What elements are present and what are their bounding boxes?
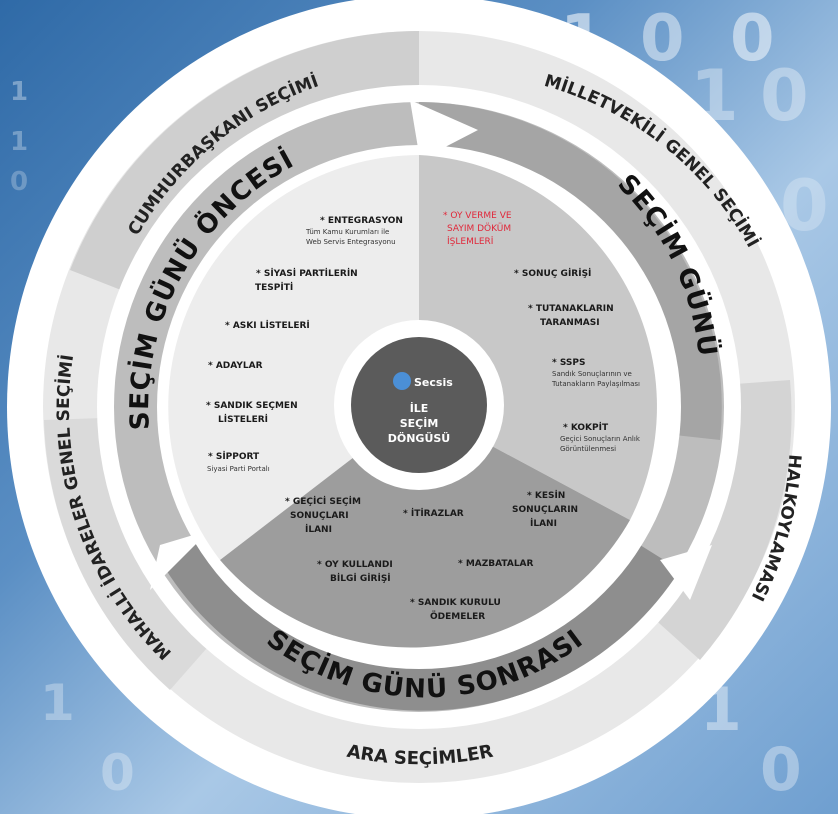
bg-digit: 0	[640, 2, 685, 76]
sonrasi-item-title: * İTİRAZLAR	[403, 508, 464, 519]
oncesi-item-sipport: * SİPPORT Siyasi Parti Portalı	[207, 451, 270, 473]
oncesi-item-title: * ASKI LİSTELERİ	[225, 320, 310, 331]
sector-oncesi	[168, 155, 419, 560]
gunu-item-title: * KOKPİT	[563, 422, 609, 433]
oncesi-item-sandik-secmen: * SANDIK SEÇMEN LİSTELERİ	[206, 401, 298, 425]
sector-sonrasi	[220, 407, 630, 648]
gunu-item-tutanaklar: * TUTANAKLARIN TARANMASI	[528, 304, 614, 328]
arrow-head-left	[150, 530, 210, 590]
center-line-2: SEÇİM	[400, 416, 439, 430]
gunu-item-title: * SONUÇ GİRİŞİ	[514, 268, 591, 279]
bg-digit: 0	[100, 744, 135, 802]
sonrasi-item-sandik-kurulu: * SANDIK KURULU ÖDEMELER	[410, 598, 501, 622]
sonrasi-item-title: * KESİN	[527, 490, 565, 501]
sonrasi-item-title: * SANDIK KURULU	[410, 598, 501, 608]
gunu-item-sonuc-girisi: * SONUÇ GİRİŞİ	[514, 268, 591, 279]
bg-digit: 1	[40, 674, 75, 732]
gunu-item-title: SAYIM DÖKÜM	[447, 223, 511, 234]
sonrasi-item-title: SONUÇLARIN	[512, 505, 578, 515]
oncesi-item-title: * SİPPORT	[208, 451, 260, 462]
sonrasi-item-title: SONUÇLARI	[290, 511, 349, 521]
oncesi-item-title: * ADAYLAR	[208, 361, 263, 371]
gunu-item-ssps: * SSPS Sandık Sonuçlarının ve Tutanaklar…	[551, 358, 640, 388]
sonrasi-item-gecici-sonuclar: * GEÇİCİ SEÇİM SONUÇLARI İLANI	[285, 496, 361, 535]
center-line-3: DÖNGÜSÜ	[388, 431, 451, 445]
sonrasi-item-kesin-sonuclar: * KESİN SONUÇLARIN İLANI	[512, 490, 578, 529]
arrow-head-right	[660, 545, 712, 600]
bg-digit: 0	[10, 167, 28, 197]
gunu-item-title: * SSPS	[552, 358, 585, 368]
bg-digit: 0	[730, 2, 775, 76]
gunu-item-title: TARANMASI	[540, 318, 600, 328]
center-logo-text: Secsis	[414, 376, 453, 389]
gunu-item-kokpit: * KOKPİT Geçici Sonuçların Anlık Görüntü…	[560, 422, 641, 453]
oncesi-item-title: * ENTEGRASYON	[320, 216, 403, 226]
gunu-item-sub: Tutanakların Paylaşılması	[551, 380, 640, 388]
oncesi-item-adaylar: * ADAYLAR	[208, 361, 263, 371]
secsis-logo-icon	[393, 372, 411, 390]
gunu-item-title: * TUTANAKLARIN	[528, 304, 614, 314]
center-line-1: İLE	[410, 401, 429, 415]
gunu-item-sub: Geçici Sonuçların Anlık	[560, 435, 641, 443]
sonrasi-item-title: * GEÇİCİ SEÇİM	[285, 496, 361, 507]
sonrasi-item-title: * MAZBATALAR	[458, 559, 534, 569]
sonrasi-item-itirazlar: * İTİRAZLAR	[403, 508, 464, 519]
gunu-item-sub: Görüntülenmesi	[560, 445, 616, 453]
oncesi-item-aski-listeleri: * ASKI LİSTELERİ	[225, 320, 310, 331]
sonrasi-item-oy-kullandi: * OY KULLANDI BİLGİ GİRİŞİ	[317, 560, 393, 584]
gunu-item-oy-verme: * OY VERME VE SAYIM DÖKÜM İŞLEMLERİ	[443, 211, 512, 247]
oncesi-item-title: * SİYASİ PARTİLERİN	[256, 268, 358, 279]
sonrasi-item-title: * OY KULLANDI	[317, 560, 393, 570]
oncesi-item-sub: Web Servis Entegrasyonu	[306, 238, 396, 246]
sonrasi-item-mazbatalar: * MAZBATALAR	[458, 559, 534, 569]
oncesi-item-sub: Siyasi Parti Portalı	[207, 465, 270, 473]
bg-digit: 0	[760, 55, 809, 137]
oncesi-item-siyasi-partiler: * SİYASİ PARTİLERİN TESPİTİ	[255, 268, 358, 293]
sonrasi-item-title: ÖDEMELER	[430, 611, 485, 622]
center-disc	[351, 337, 487, 473]
oncesi-item-title: TESPİTİ	[255, 282, 293, 293]
oncesi-item-title: LİSTELERİ	[218, 414, 268, 425]
gunu-item-title: * OY VERME VE	[443, 211, 512, 221]
oncesi-item-title: * SANDIK SEÇMEN	[206, 401, 298, 411]
bg-digit: 1	[10, 77, 28, 107]
oncesi-item-sub: Tüm Kamu Kurumları ile	[305, 228, 389, 236]
arrow-head-top	[410, 100, 478, 160]
bg-digit: 0	[760, 735, 802, 805]
bg-digit: 1	[10, 127, 28, 157]
sonrasi-item-title: İLANI	[530, 518, 557, 529]
sonrasi-item-title: İLANI	[305, 524, 332, 535]
gunu-item-title: İŞLEMLERİ	[447, 236, 493, 247]
gunu-item-sub: Sandık Sonuçlarının ve	[552, 370, 632, 378]
sonrasi-item-title: BİLGİ GİRİŞİ	[330, 573, 391, 584]
oncesi-item-entegrasyon: * ENTEGRASYON Tüm Kamu Kurumları ile Web…	[305, 216, 403, 246]
